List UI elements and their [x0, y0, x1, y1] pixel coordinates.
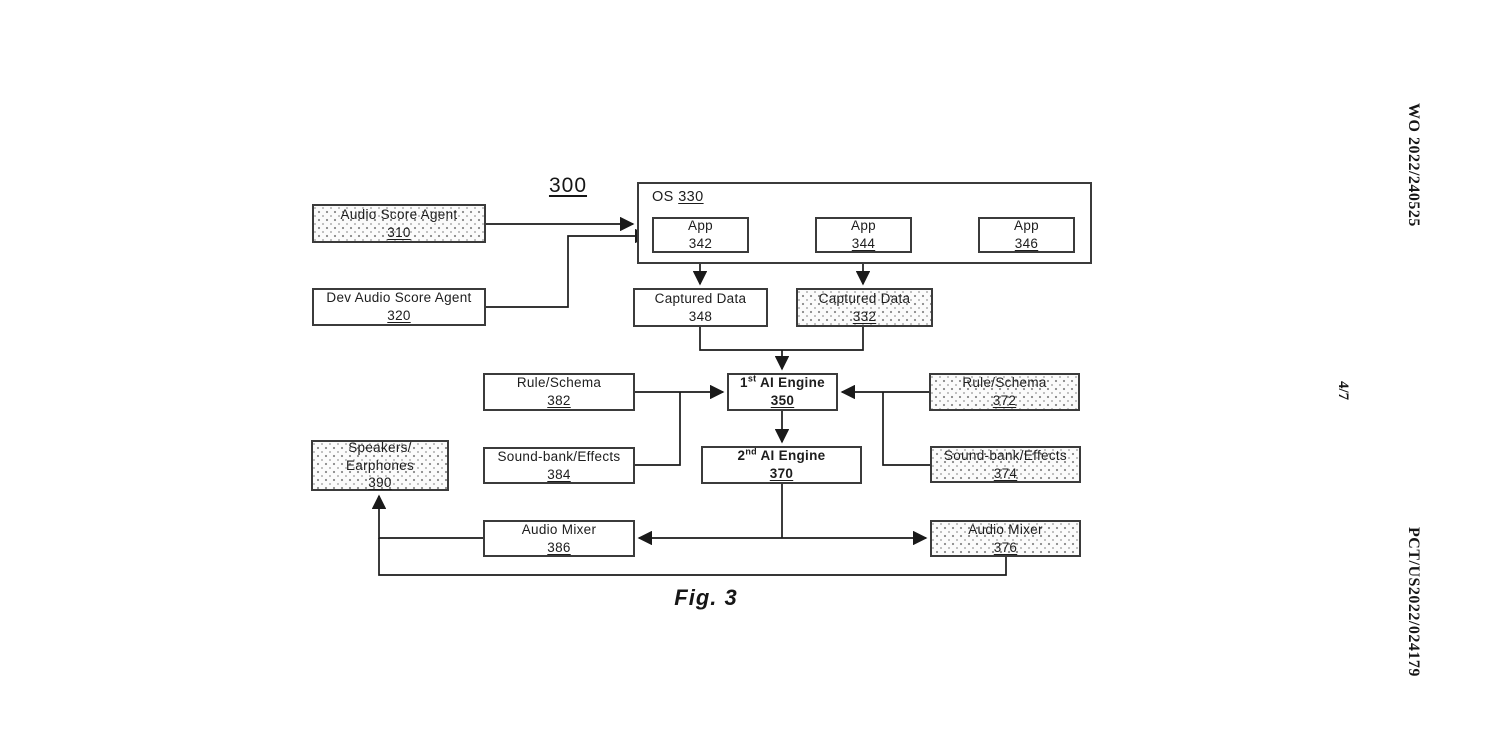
box-ref: 342 [688, 236, 713, 251]
box-captured-data-332: Captured Data 332 [796, 288, 933, 327]
box-sound-bank-effects-374: Sound-bank/Effects 374 [930, 446, 1081, 483]
os-label: OS 330 [652, 189, 704, 205]
box-ref: 386 [547, 539, 571, 555]
box-ref: 350 [770, 393, 795, 408]
box-ref: 372 [992, 393, 1017, 408]
box-ref: 384 [547, 466, 571, 482]
box-ref: 348 [688, 308, 713, 324]
box-captured-data-348: Captured Data 348 [633, 288, 768, 327]
box-label: Captured Data [654, 290, 747, 306]
box-app-344: App 344 [815, 217, 912, 253]
box-second-ai-engine: 2nd AI Engine 370 [701, 446, 862, 484]
application-number-vertical-text: PCT/US2022/024179 [1405, 527, 1422, 677]
box-audio-score-agent: Audio Score Agent 310 [312, 204, 486, 243]
conn-320-to-app342 [486, 228, 650, 308]
box-ref: 374 [993, 465, 1018, 481]
conn-mixer386-to-speakers [371, 494, 483, 539]
box-dev-audio-score-agent: Dev Audio Score Agent 320 [312, 288, 486, 326]
conn-384-junction [635, 392, 681, 466]
box-rule-schema-372: Rule/Schema 372 [929, 373, 1080, 411]
box-label: App [688, 218, 713, 234]
box-label: Dev Audio Score Agent [326, 290, 472, 306]
box-rule-schema-382: Rule/Schema 382 [483, 373, 635, 411]
box-ref: 376 [993, 539, 1018, 555]
conn-374-junction [882, 392, 930, 466]
box-ref: 332 [852, 308, 877, 324]
box-label: App [1014, 218, 1039, 234]
box-label: Captured Data [818, 290, 911, 306]
conn-mixer376-to-speakers [378, 538, 1007, 576]
conn-cd-merge [699, 327, 864, 351]
box-ref: 344 [851, 236, 876, 251]
box-speakers-earphones: Speakers/ Earphones 390 [311, 440, 449, 491]
box-label: 2nd AI Engine [737, 446, 826, 464]
box-label: Audio Mixer [968, 521, 1043, 537]
box-ref: 370 [769, 466, 794, 481]
box-label: Audio Mixer [521, 521, 597, 537]
box-label: Earphones [346, 457, 414, 473]
box-label: Sound-bank/Effects [944, 447, 1067, 463]
box-ref: 320 [387, 308, 411, 323]
publication-number-vertical-text: WO 2022/240525 [1405, 103, 1422, 227]
box-ref: 346 [1014, 236, 1039, 251]
box-ref: 310 [387, 224, 411, 240]
box-label: Audio Score Agent [340, 206, 458, 222]
box-label: 1st AI Engine [740, 373, 825, 391]
box-ref: 382 [547, 393, 571, 408]
box-sound-bank-effects-384: Sound-bank/Effects 384 [483, 447, 635, 484]
box-label: Rule/Schema [516, 375, 602, 391]
box-label: App [851, 218, 876, 234]
box-audio-mixer-376: Audio Mixer 376 [930, 520, 1081, 557]
diagram-reference-number: 300 [548, 174, 588, 197]
box-label: Speakers/ [348, 440, 412, 456]
box-app-342: App 342 [652, 217, 749, 253]
box-ref: 390 [368, 475, 392, 491]
box-app-346: App 346 [978, 217, 1075, 253]
box-label: Rule/Schema [962, 375, 1047, 391]
box-first-ai-engine: 1st AI Engine 350 [727, 373, 838, 411]
figure-caption: Fig. 3 [674, 585, 738, 610]
box-label: Sound-bank/Effects [497, 448, 621, 464]
box-audio-mixer-386: Audio Mixer 386 [483, 520, 635, 557]
sheet-number-vertical-text: 4/7 [1335, 381, 1351, 401]
